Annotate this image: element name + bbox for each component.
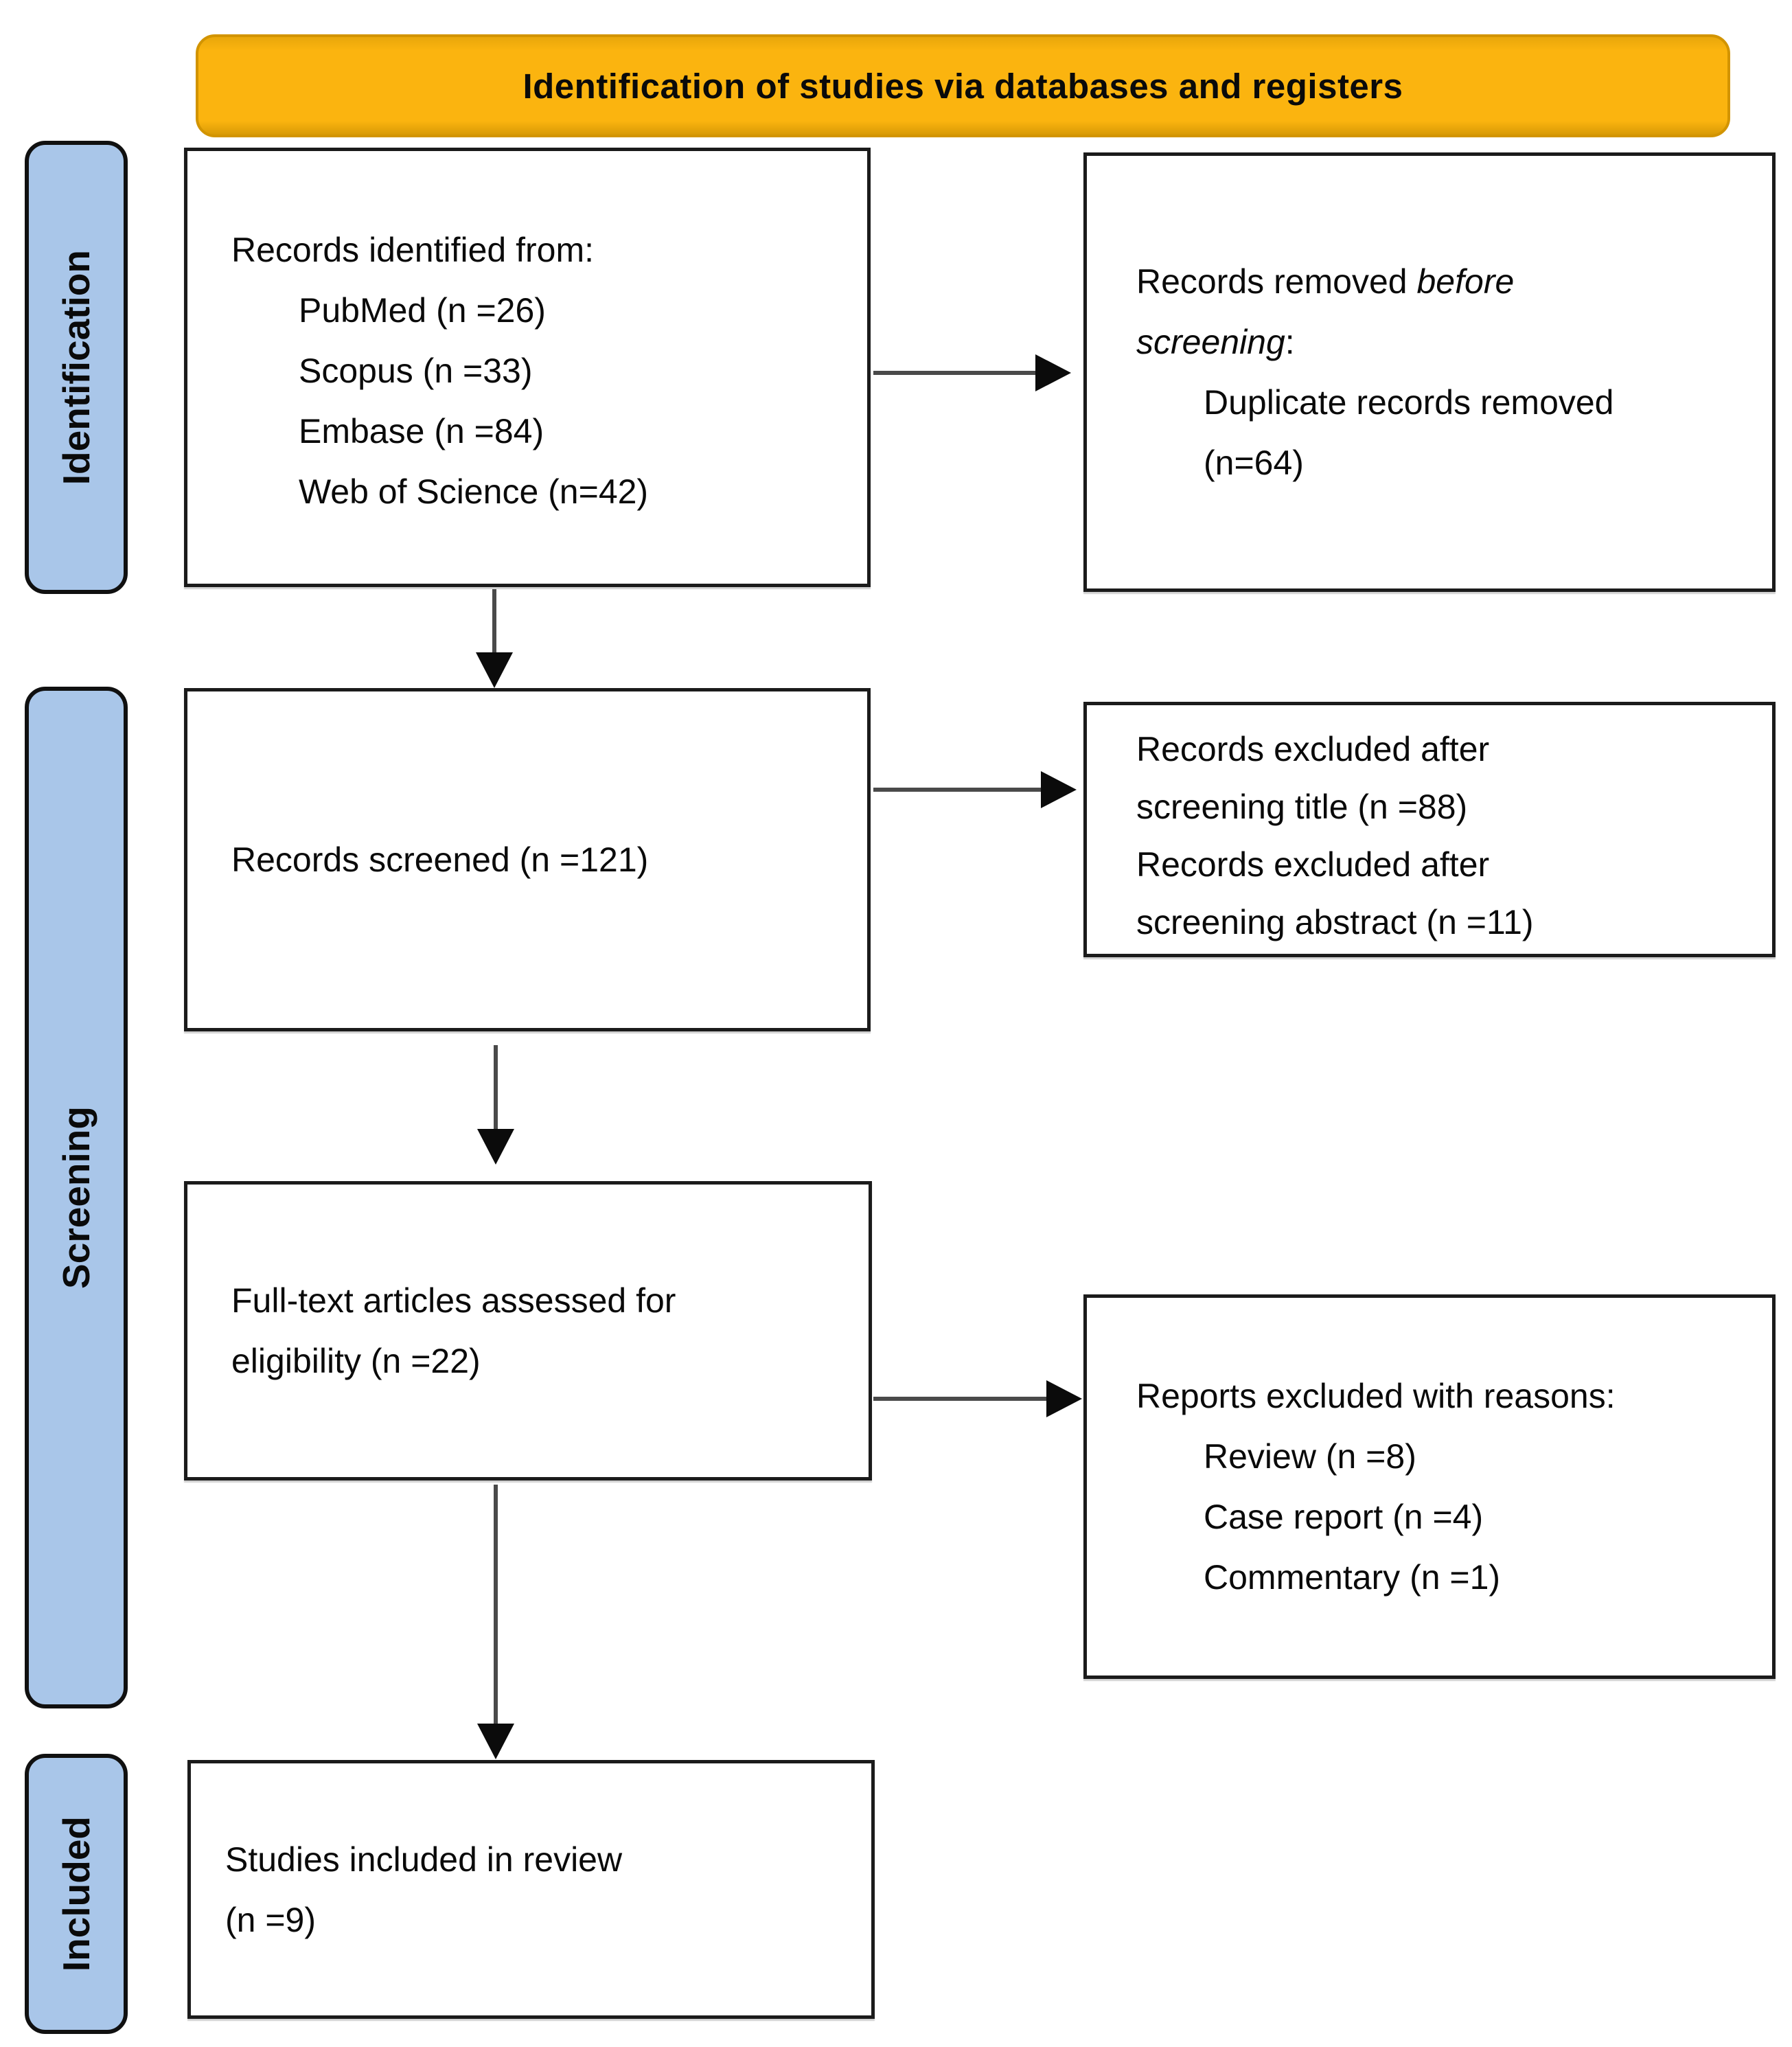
arrowhead-right-icon: [1035, 354, 1071, 391]
records-excluded-line4: screening abstract (n =11): [1136, 903, 1534, 941]
arrowhead-down-icon: [477, 1724, 514, 1759]
studies-included-line1: Studies included in review: [225, 1840, 623, 1879]
fulltext-assessed-line2: eligibility (n =22): [231, 1342, 481, 1380]
arrow-line: [494, 1045, 498, 1130]
arrow-line: [873, 1397, 1049, 1401]
records-removed-intro-line1: Records removed before: [1136, 262, 1515, 301]
box-records-screened: Records screened (n =121): [184, 688, 871, 1031]
records-screened-text: Records screened (n =121): [231, 840, 649, 879]
records-excluded-line2: screening title (n =88): [1136, 788, 1468, 826]
fulltext-assessed-line1: Full-text articles assessed for: [231, 1281, 676, 1320]
box-fulltext-assessed: Full-text articles assessed for eligibil…: [184, 1181, 872, 1480]
fulltext-assessed-text: Full-text articles assessed for eligibil…: [231, 1270, 855, 1391]
reason-commentary: Commentary (n =1): [1204, 1558, 1501, 1597]
arrowhead-down-icon: [476, 652, 513, 688]
box-reports-excluded: Reports excluded with reasons: Review (n…: [1083, 1294, 1776, 1679]
source-embase: Embase (n =84): [299, 412, 544, 450]
records-excluded-line3: Records excluded after: [1136, 845, 1490, 884]
records-identified-intro: Records identified from:: [231, 231, 595, 269]
records-removed-intro-line2: screening:: [1136, 323, 1295, 361]
studies-included-text: Studies included in review (n =9): [225, 1829, 858, 1950]
stage-label-identification-text: Identification: [55, 249, 97, 485]
reports-excluded-text: Reports excluded with reasons: Review (n…: [1136, 1366, 1758, 1608]
arrow-line: [494, 1485, 498, 1725]
duplicates-removed-line2: (n=64): [1204, 444, 1304, 482]
reason-review: Review (n =8): [1204, 1437, 1416, 1476]
arrow-line: [492, 589, 496, 655]
arrowhead-right-icon: [1041, 771, 1077, 808]
records-identified-sources: PubMed (n =26) Scopus (n =33) Embase (n …: [299, 280, 853, 522]
stage-label-identification: Identification: [25, 141, 128, 594]
reason-case-report: Case report (n =4): [1204, 1498, 1484, 1536]
box-records-excluded: Records excluded after screening title (…: [1083, 702, 1776, 957]
duplicates-removed-line1: Duplicate records removed: [1204, 383, 1614, 422]
stage-label-included: Included: [25, 1754, 128, 2034]
arrow-line: [873, 788, 1044, 792]
records-excluded-line1: Records excluded after: [1136, 730, 1490, 768]
box-records-identified: Records identified from: PubMed (n =26) …: [184, 148, 871, 587]
box-records-removed: Records removed before screening: Duplic…: [1083, 152, 1776, 592]
banner-title: Identification of studies via databases …: [196, 34, 1730, 137]
records-removed-reasons: Duplicate records removed (n=64): [1204, 372, 1758, 493]
arrowhead-down-icon: [477, 1129, 514, 1165]
stage-label-screening: Screening: [25, 687, 128, 1708]
stage-label-included-text: Included: [55, 1816, 97, 1972]
reports-excluded-reasons: Review (n =8) Case report (n =4) Comment…: [1204, 1426, 1758, 1608]
source-web-of-science: Web of Science (n=42): [299, 472, 649, 511]
records-removed-text: Records removed before screening: Duplic…: [1136, 251, 1758, 493]
studies-included-line2: (n =9): [225, 1900, 317, 1939]
source-pubmed: PubMed (n =26): [299, 291, 546, 330]
reports-excluded-intro: Reports excluded with reasons:: [1136, 1377, 1616, 1415]
source-scopus: Scopus (n =33): [299, 352, 533, 390]
box-studies-included: Studies included in review (n =9): [187, 1760, 875, 2019]
arrow-line: [873, 371, 1038, 375]
arrowhead-right-icon: [1046, 1380, 1082, 1417]
stage-label-screening-text: Screening: [55, 1106, 97, 1289]
